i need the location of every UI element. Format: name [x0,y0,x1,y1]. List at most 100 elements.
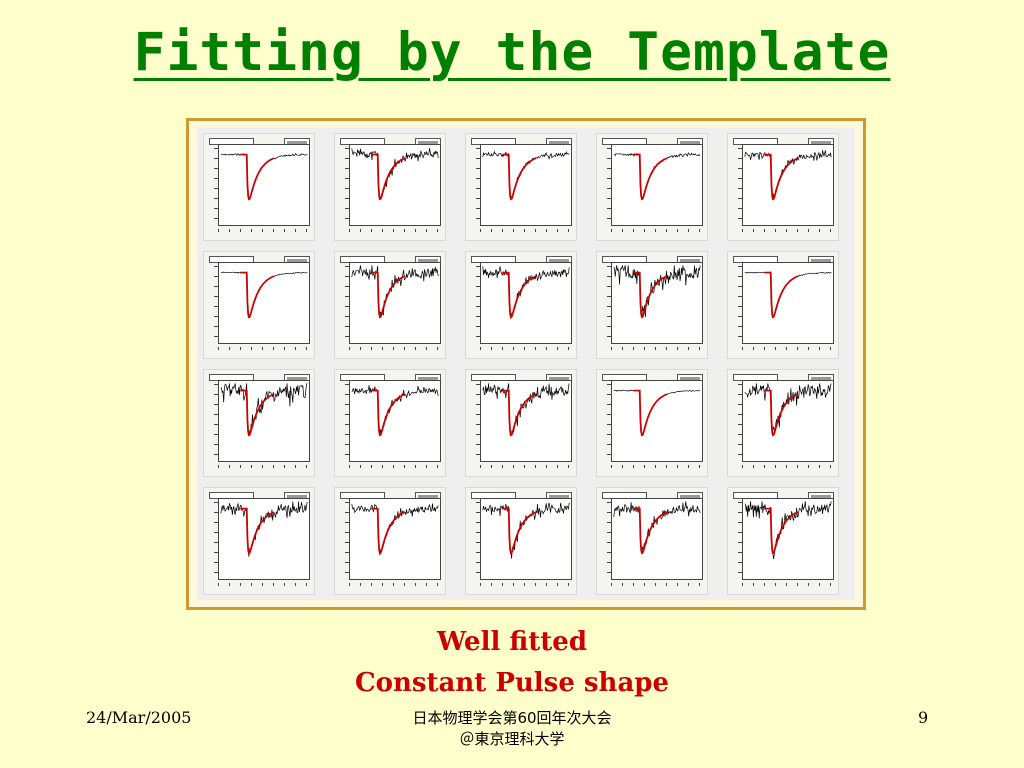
x-tick [382,347,383,350]
panel-plot-area [611,262,703,344]
y-tick [345,414,349,415]
y-tick [214,384,218,385]
y-tick [738,434,742,435]
y-tick [345,266,349,267]
x-tick [775,583,776,586]
y-tick [738,394,742,395]
x-tick [502,347,503,350]
y-tick [214,198,218,199]
x-tick [349,465,350,468]
y-tick [476,512,480,513]
x-tick [513,465,514,468]
figure-panel-area [197,128,855,600]
panel-x-ticks [349,229,441,237]
x-tick [295,229,296,232]
x-tick [666,583,667,586]
y-tick [345,394,349,395]
template-fit-curve [502,153,537,201]
x-tick [437,465,438,468]
x-tick [611,465,612,468]
template-fit-curve [633,271,668,319]
panel-plot-area [742,498,834,580]
x-tick [546,229,547,232]
y-tick [738,316,742,317]
x-tick [644,229,645,232]
template-fit-curve [240,153,275,201]
pulse-fit-panel [203,133,315,241]
panel-y-ticks [734,384,742,458]
footer-conference-line-2: ＠東京理科大学 [459,730,565,748]
y-tick [607,562,611,563]
y-tick [476,424,480,425]
pulse-fit-panel [203,487,315,595]
pulse-data-trace [220,501,308,557]
x-tick [611,229,612,232]
pulse-fit-panel [465,369,577,477]
x-tick [218,347,219,350]
panel-y-ticks [341,148,349,222]
x-tick [666,465,667,468]
x-tick [830,583,831,586]
x-tick [360,229,361,232]
pulse-data-trace [351,385,439,434]
x-tick [786,229,787,232]
y-tick [607,394,611,395]
template-fit-curve [502,507,537,555]
panel-y-ticks [210,502,218,576]
x-tick [491,229,492,232]
y-tick [214,296,218,297]
x-tick [535,465,536,468]
x-tick [513,229,514,232]
x-tick [273,465,274,468]
y-tick [345,316,349,317]
y-tick [345,178,349,179]
y-tick [607,158,611,159]
x-tick [699,347,700,350]
y-tick [738,266,742,267]
y-tick [607,572,611,573]
panel-y-ticks [341,502,349,576]
pulse-data-trace [482,502,570,559]
x-tick [349,347,350,350]
y-tick [607,296,611,297]
panel-plot-area [349,262,441,344]
panel-x-ticks [480,229,572,237]
x-tick [295,347,296,350]
y-tick [214,168,218,169]
x-tick [251,465,252,468]
y-tick [738,306,742,307]
pulse-data-trace [613,389,701,436]
panel-x-ticks [611,583,703,591]
x-tick [546,583,547,586]
x-tick [797,347,798,350]
panel-x-ticks [742,583,834,591]
x-tick [480,583,481,586]
panel-plot-area [742,262,834,344]
x-tick [808,347,809,350]
x-tick [622,583,623,586]
y-tick [476,316,480,317]
x-tick [644,583,645,586]
x-tick [753,583,754,586]
y-tick [345,158,349,159]
y-tick [607,542,611,543]
x-tick [688,465,689,468]
x-tick [218,465,219,468]
x-tick [622,229,623,232]
y-tick [214,532,218,533]
y-tick [214,454,218,455]
y-tick [607,444,611,445]
x-tick [273,583,274,586]
y-tick [607,148,611,149]
y-tick [476,296,480,297]
panel-plot-area [611,498,703,580]
x-tick [306,583,307,586]
panel-x-ticks [742,229,834,237]
y-tick [214,522,218,523]
y-tick [738,404,742,405]
template-fit-curve [240,507,275,555]
x-tick [753,465,754,468]
y-tick [738,424,742,425]
y-tick [738,296,742,297]
y-tick [214,434,218,435]
